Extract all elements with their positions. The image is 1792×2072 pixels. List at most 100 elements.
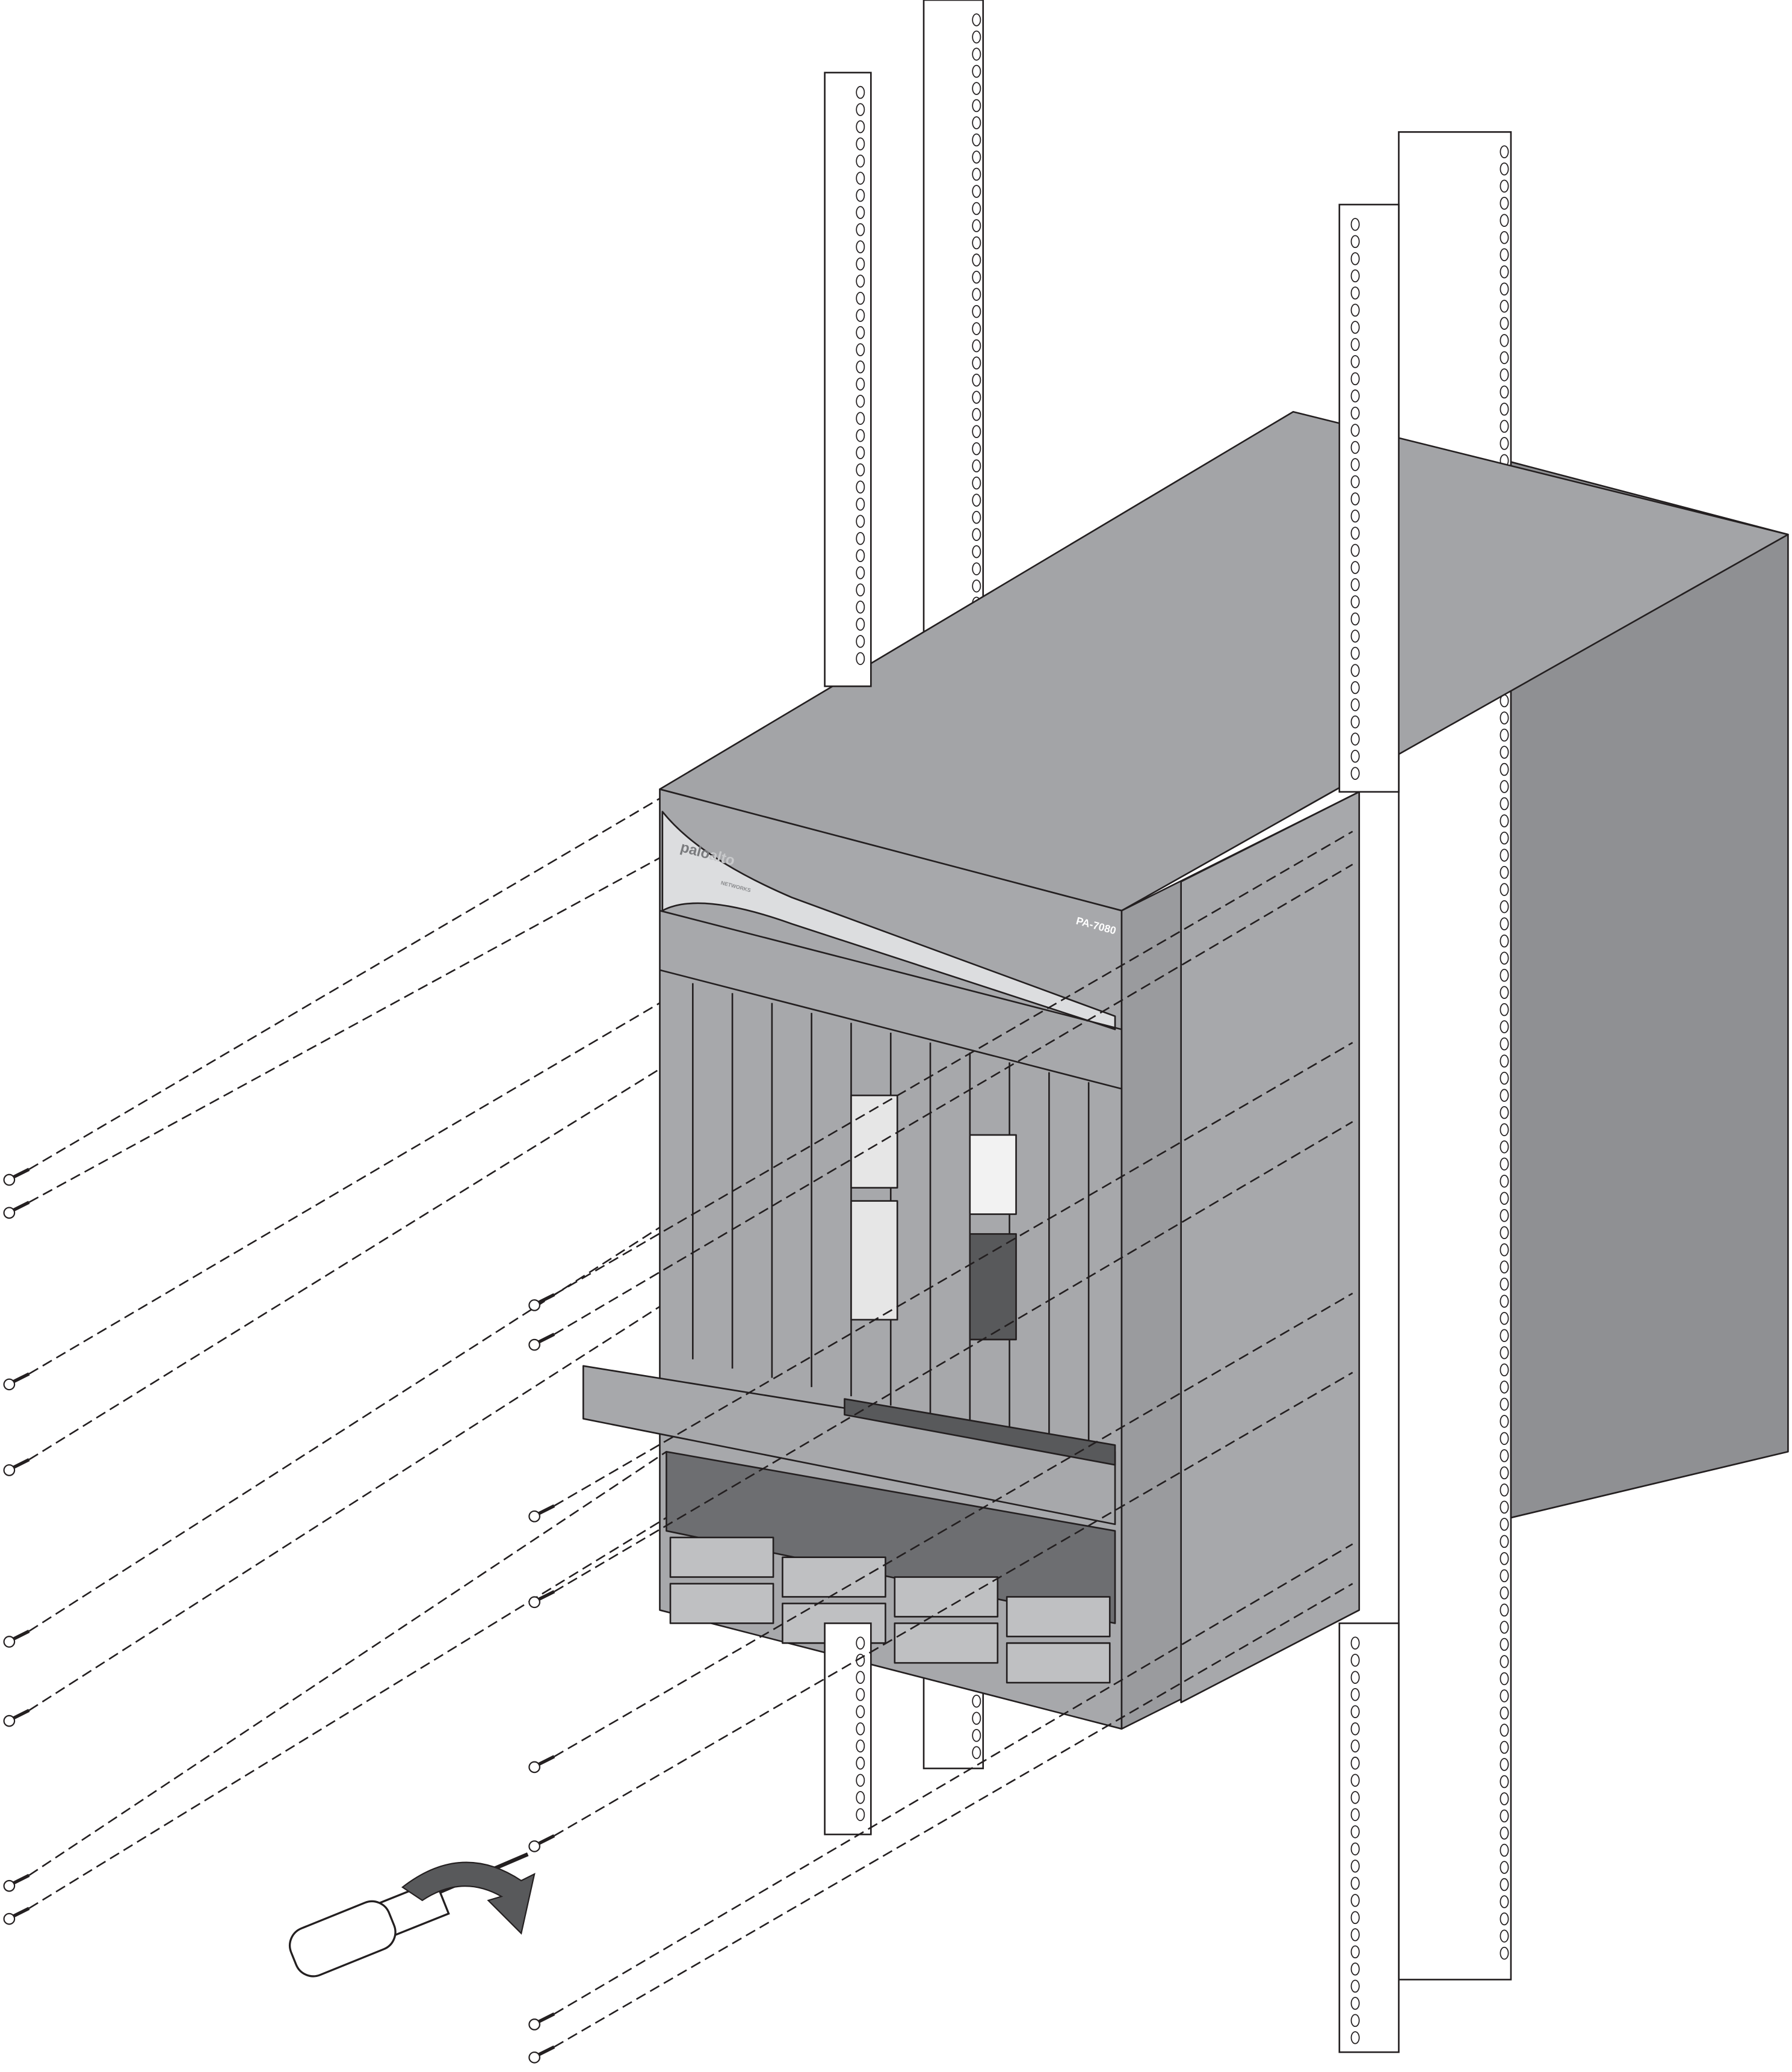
rail-hole	[1500, 1071, 1509, 1085]
mgmt-card-lower	[850, 1200, 898, 1321]
rail-hole	[972, 407, 981, 421]
rail-hole	[1500, 1432, 1509, 1446]
rail-hole	[856, 1791, 865, 1804]
rail-hole	[1500, 883, 1509, 896]
rail-hole	[1500, 951, 1509, 965]
rail-hole	[972, 356, 981, 370]
rail-hole	[856, 652, 865, 666]
power-supply	[782, 1556, 886, 1598]
rail-hole	[1500, 145, 1509, 158]
rail-hole	[856, 446, 865, 459]
rail-hole	[856, 480, 865, 493]
rail-hole	[1350, 286, 1360, 300]
power-supply	[669, 1536, 774, 1578]
rail-hole	[1500, 419, 1509, 433]
rail-hole	[1350, 1808, 1360, 1822]
rail-hole	[1500, 1843, 1509, 1857]
power-supplies	[669, 1536, 1111, 1684]
rail-hole	[1500, 1552, 1509, 1565]
rail-hole	[1350, 441, 1360, 454]
rail-hole	[1500, 282, 1509, 296]
rail-hole	[1350, 543, 1360, 557]
rail-hole	[1500, 1208, 1509, 1222]
rail-hole	[1500, 814, 1509, 827]
rail-hole	[972, 459, 981, 472]
rail-hole	[1500, 1861, 1509, 1874]
rail-hole	[1500, 1278, 1509, 1291]
chassis	[582, 410, 1789, 1730]
rail-hole	[856, 85, 865, 99]
rail-hole	[856, 377, 865, 391]
rail-hole	[1500, 403, 1509, 416]
rail-hole	[856, 532, 865, 545]
screw-head	[528, 1761, 541, 1774]
rail-hole	[856, 428, 865, 442]
alignment-dashed-line	[28, 1517, 667, 1910]
rail-hole	[1500, 1724, 1509, 1737]
rail-hole	[1350, 2031, 1360, 2044]
power-supply	[894, 1576, 999, 1618]
bracket-flange	[1180, 791, 1361, 1704]
rail-hole	[1500, 197, 1509, 210]
rail-hole	[1350, 1671, 1360, 1684]
rail-hole	[1500, 1826, 1509, 1840]
rail-hole	[1350, 1860, 1360, 1873]
rail-hole	[1350, 1962, 1360, 1976]
rail-hole	[1350, 355, 1360, 368]
rail-hole	[1500, 968, 1509, 982]
rail-hole	[856, 154, 865, 168]
rail-hole	[1500, 1912, 1509, 1926]
rail-hole	[1500, 1157, 1509, 1171]
rail-hole	[1500, 1192, 1509, 1205]
logo-swoosh	[661, 811, 1116, 1030]
rail-hole	[1500, 1740, 1509, 1754]
rail-hole	[1350, 218, 1360, 231]
rail-hole	[1500, 1621, 1509, 1634]
fan-tray-grille	[666, 1450, 1116, 1624]
rail-hole	[856, 463, 865, 477]
rail-hole	[972, 562, 981, 575]
rail-hole	[1500, 1415, 1509, 1428]
rail-hole	[1500, 265, 1509, 279]
rail-hole	[1350, 612, 1360, 626]
rail-hole	[1350, 664, 1360, 677]
chassis-right-side	[1510, 461, 1789, 1519]
rail-hole	[1500, 986, 1509, 999]
rail-hole	[1350, 1705, 1360, 1719]
rail-hole	[1500, 711, 1509, 725]
rail-hole	[972, 305, 981, 318]
alignment-dashed-line	[28, 1305, 661, 1712]
rail-hole	[1350, 595, 1360, 608]
screw-head	[528, 1338, 541, 1351]
rail-hole	[1500, 831, 1509, 845]
rail-hole	[856, 257, 865, 271]
rail-hole	[1500, 1054, 1509, 1068]
rail-hole	[1500, 1500, 1509, 1514]
rail-hole	[1350, 303, 1360, 317]
rail-hole	[1500, 865, 1509, 879]
rail-hole	[972, 202, 981, 215]
rail-hole	[856, 1757, 865, 1770]
rail-hole	[856, 1808, 865, 1822]
rail-hole	[1350, 681, 1360, 694]
front-rails	[824, 72, 1400, 2053]
rail-hole	[972, 528, 981, 541]
rail-hole	[856, 137, 865, 150]
rail-hole	[1350, 629, 1360, 643]
rail-hole	[1350, 492, 1360, 506]
alignment-dashed-line	[28, 1451, 667, 1876]
screw-head	[3, 1464, 16, 1476]
rail-hole	[1350, 509, 1360, 523]
rail-hole	[1500, 1089, 1509, 1102]
rail-hole	[856, 291, 865, 305]
rail-hole	[1350, 578, 1360, 592]
rail-hole	[1350, 458, 1360, 471]
rail-hole	[1350, 1979, 1360, 1993]
rail-hole	[856, 223, 865, 237]
rail-hole	[972, 1729, 981, 1742]
rail-hole	[1350, 1825, 1360, 1839]
rail-hole	[856, 188, 865, 202]
rail-hole	[856, 172, 865, 185]
rail-hole	[856, 103, 865, 116]
